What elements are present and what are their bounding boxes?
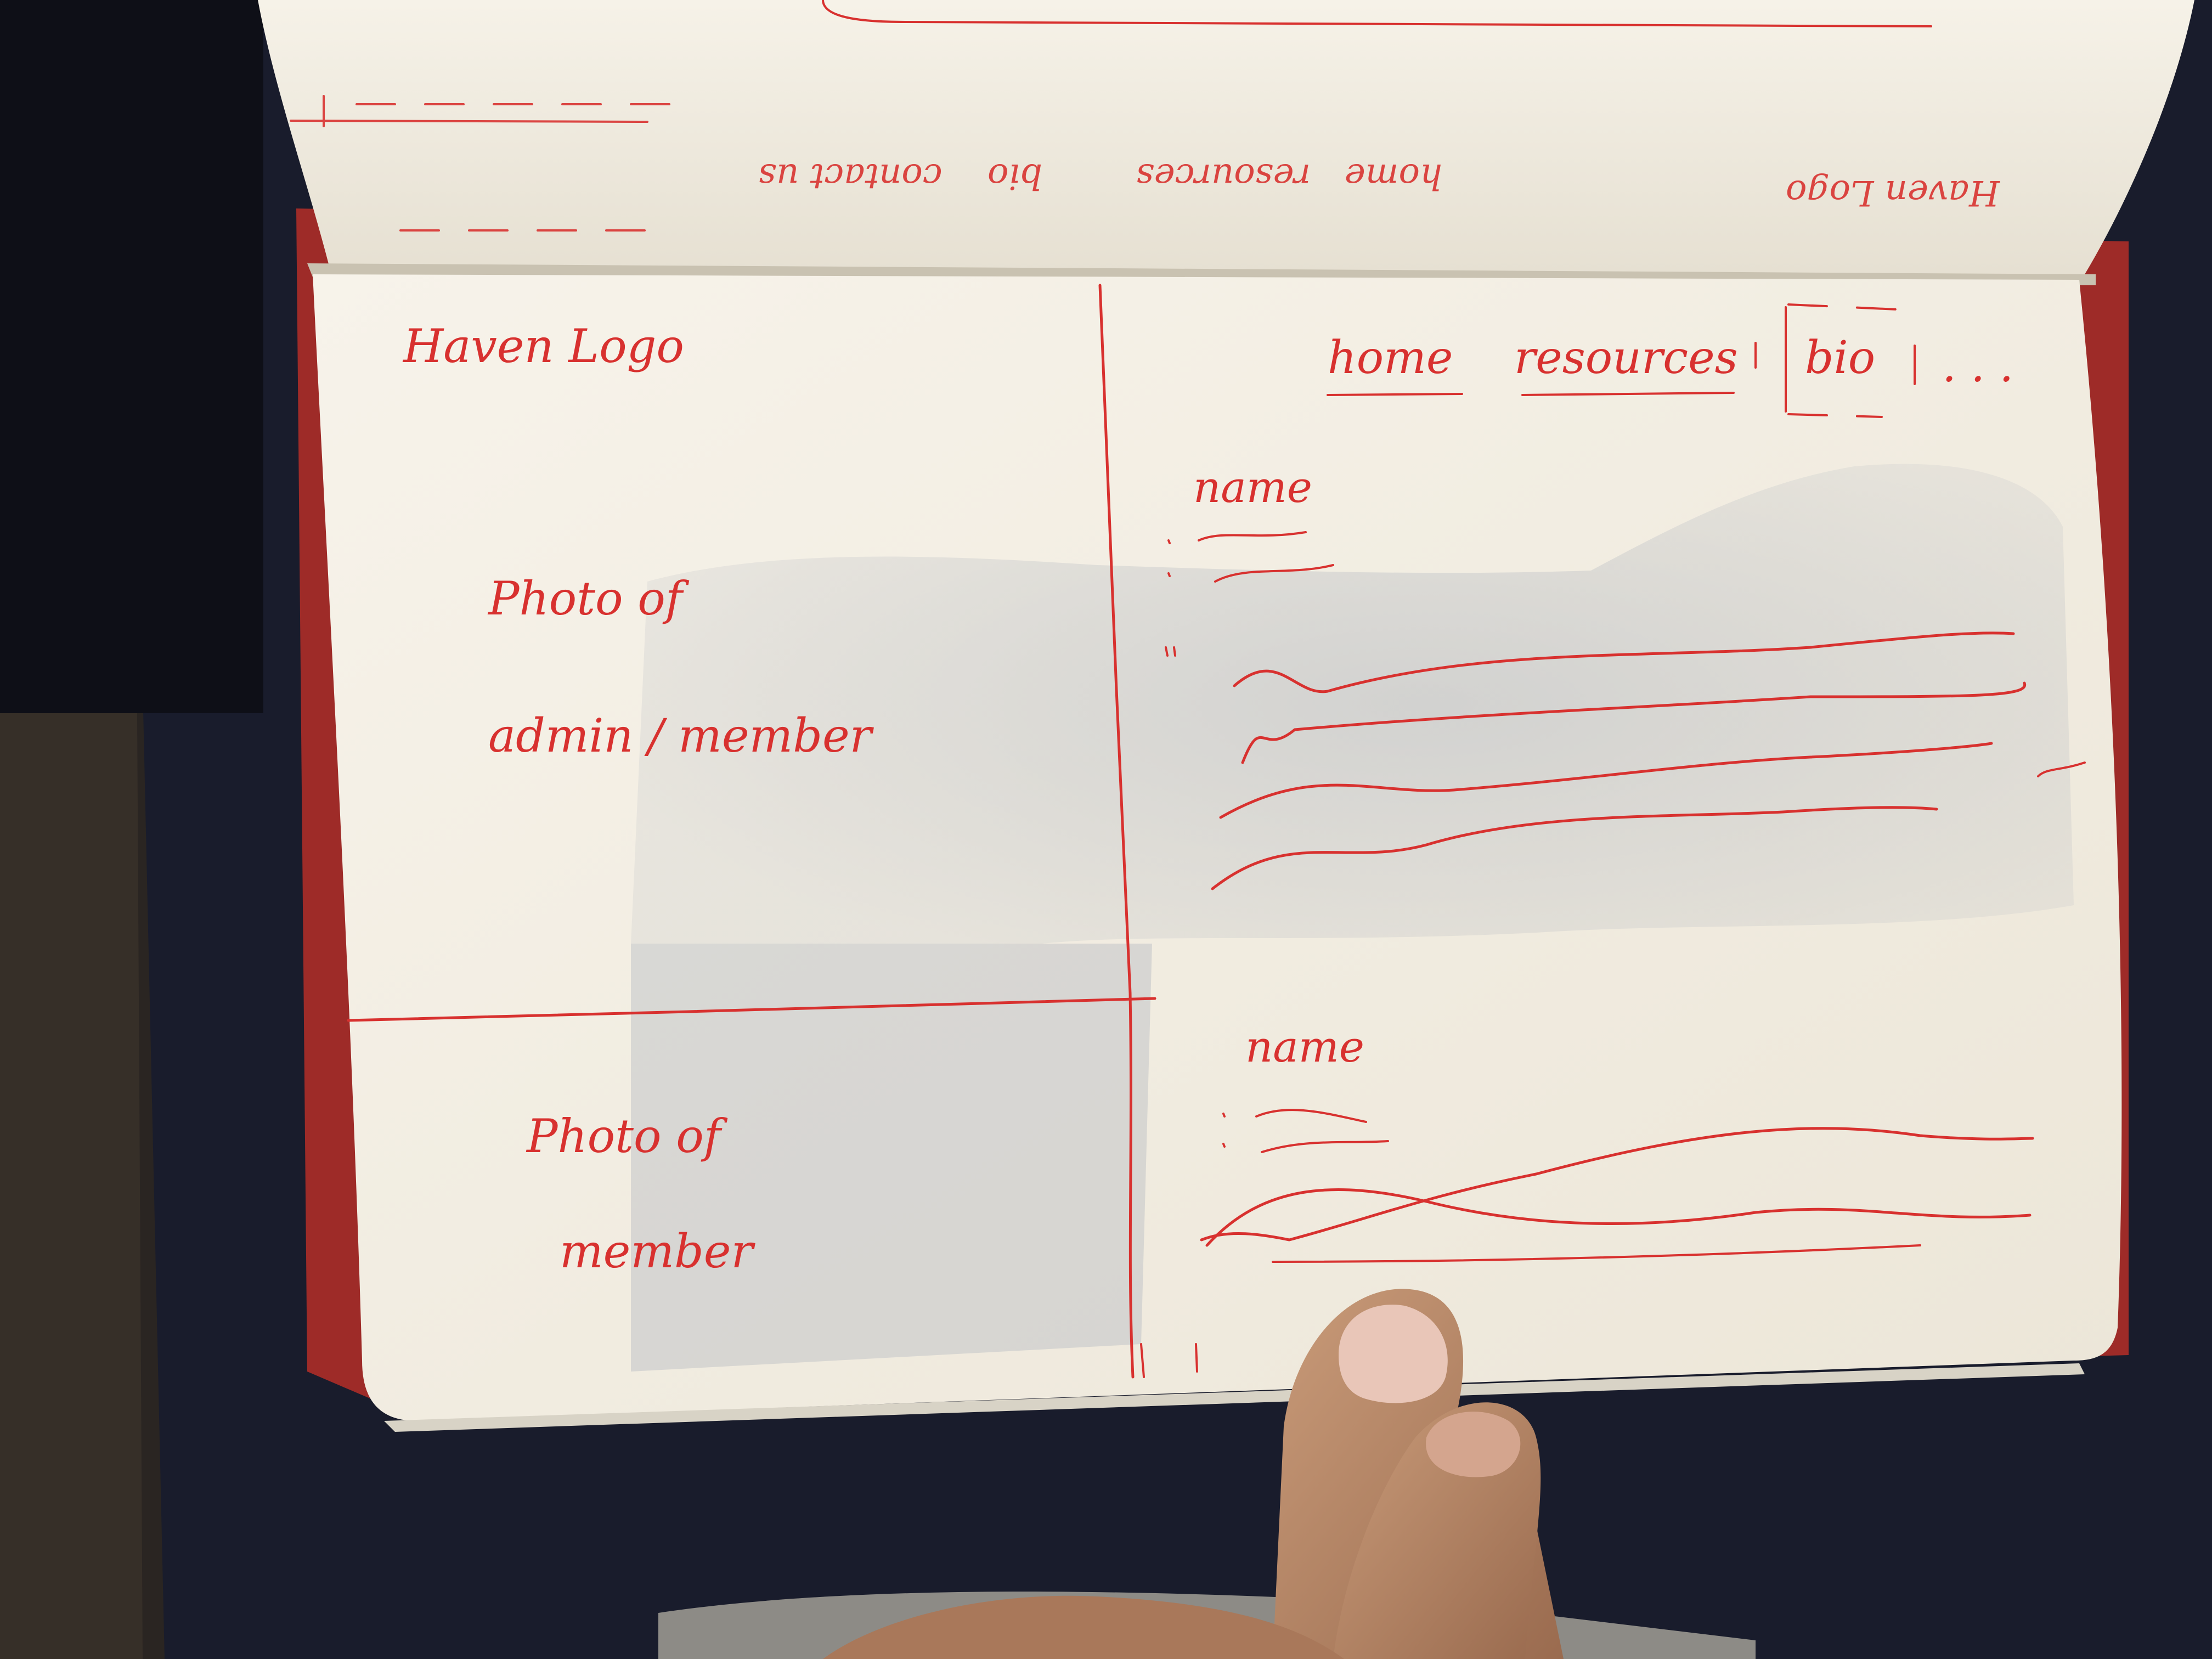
- card-bottom-bio-line-1: [1200, 1127, 2034, 1242]
- nav-resources-underline: [1521, 392, 1735, 396]
- back-rule: [290, 120, 648, 123]
- card-top-meta-line-1: [1198, 531, 1307, 541]
- back-nav-contact: contact us: [758, 156, 942, 196]
- back-page-box: [822, 0, 1932, 27]
- photo-member-line2: member: [560, 1224, 755, 1278]
- card-top-meta-line-2: [1214, 564, 1334, 583]
- card-bottom-name: name: [1245, 1023, 1364, 1072]
- dark-corner: [0, 0, 263, 713]
- divider-tick-1: [1140, 1343, 1145, 1378]
- card-bottom-meta-line-1: [1255, 1109, 1367, 1123]
- card-top-bio-line-3: [1219, 742, 1993, 819]
- card-top-meta-dot-1: [1167, 539, 1171, 544]
- nav-bio-box-bottom: [1787, 413, 1883, 418]
- photo-admin-line1: Photo of: [487, 572, 690, 625]
- vertical-divider: [1098, 284, 1135, 1379]
- nav-home-underline: [1327, 393, 1463, 396]
- card-bottom-bio-line-2: [1205, 1188, 2032, 1247]
- hand-shadow-lower: [631, 944, 1152, 1372]
- card-top-name: name: [1193, 463, 1312, 512]
- hand-shadow: [631, 464, 2074, 944]
- back-page-writing: contact us bio resources home Haven Logo: [290, 95, 2000, 232]
- back-page: [258, 0, 2194, 274]
- card-top-bio-line-1: [1233, 631, 2015, 693]
- card-bottom-meta-dot-1: [1222, 1113, 1226, 1118]
- thumbnail: [1339, 1305, 1448, 1403]
- nav-bio-box-top: [1787, 303, 1910, 311]
- page-stack: [384, 1363, 2085, 1432]
- nav-home[interactable]: home: [1328, 332, 1453, 384]
- nav-resources[interactable]: resources: [1514, 332, 1738, 384]
- horizontal-divider: [347, 997, 1156, 1022]
- finger-nail: [1426, 1412, 1521, 1477]
- photo-member-line1: Photo of: [526, 1109, 728, 1163]
- back-logo: Haven Logo: [1786, 172, 2000, 213]
- logo-placeholder: Haven Logo: [402, 319, 684, 373]
- card-top-end-quote: [2037, 761, 2086, 777]
- fabric-carpet: [0, 686, 143, 1659]
- card-bottom-meta-dot-2: [1222, 1143, 1226, 1148]
- card-bottom-bio-line-3: [1272, 1244, 1921, 1263]
- nav-bio[interactable]: bio: [1805, 332, 1875, 384]
- card-top-quote-mark: [1165, 646, 1176, 657]
- card-top-bio-line-4: [1211, 806, 1938, 890]
- back-nav-bio: bio: [988, 156, 1042, 196]
- nav-more[interactable]: . . .: [1942, 340, 2013, 392]
- photo-admin-line2: admin / member: [488, 709, 874, 763]
- card-bottom-meta-line-2: [1261, 1140, 1389, 1153]
- card-top-bio-line-2: [1241, 681, 2027, 764]
- back-nav-home: home: [1345, 156, 1442, 196]
- back-nav-resources: resources: [1136, 156, 1311, 196]
- card-top-meta-dot-2: [1167, 572, 1171, 577]
- divider-tick-2: [1195, 1343, 1198, 1373]
- palm: [823, 1595, 1344, 1659]
